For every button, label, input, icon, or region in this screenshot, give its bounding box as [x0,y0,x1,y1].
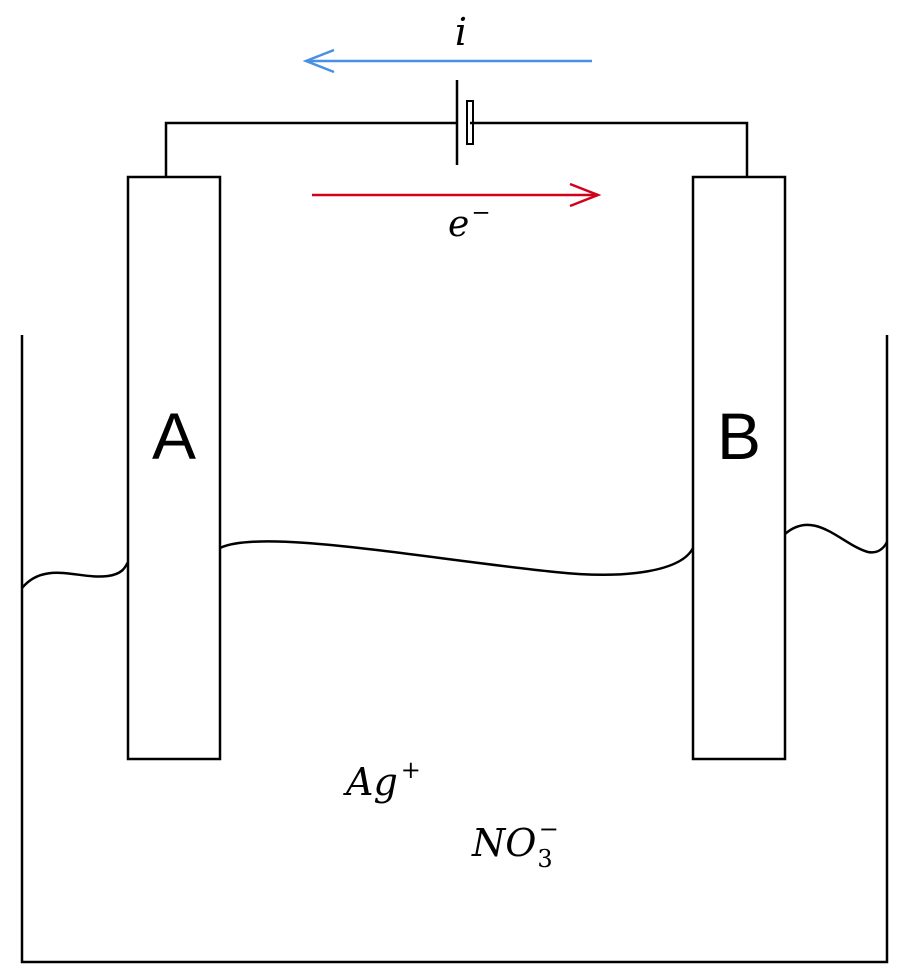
anion-label-sub: 3 [537,845,552,873]
electrolyte-surface-left [21,561,130,589]
electron-label-base: e [448,204,469,245]
cation-label-sup: + [401,756,421,784]
electron-label-sup: − [471,200,490,226]
battery-short-plate [466,100,474,145]
battery-icon [455,80,474,165]
electrolyte-surface-middle [219,540,695,576]
electrode-a-label: A [152,399,196,473]
electrode-b-label: B [717,399,761,473]
electron-arrow-head [569,182,602,208]
electrolyte-surface-right [784,523,889,554]
anion-label-sup: − [539,815,559,843]
anion-label-base: NO [471,821,536,865]
cation-label: Ag+ [343,756,421,804]
anion-label: NO3− [471,815,559,873]
current-label: i [455,10,467,54]
current-arrow-head [302,48,335,74]
electrode-b: B [691,175,787,761]
electrode-a-body [126,175,222,761]
current-arrow: i [302,10,592,74]
electrode-a: A [126,175,222,761]
wire-circuit [164,121,749,177]
electron-arrow: e− [312,182,602,245]
electrode-b-body [691,175,787,761]
cation-label-base: Ag [343,760,398,804]
electron-label: e− [448,200,491,245]
beaker-outline [20,335,889,964]
